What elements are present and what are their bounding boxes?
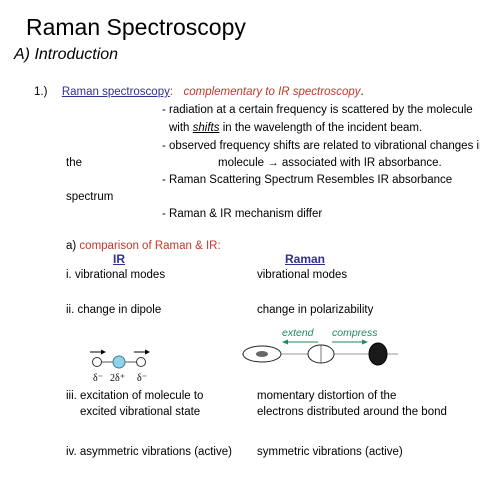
bullet-1-post: in the wavelength of the incident beam.	[219, 122, 423, 134]
raman-row-3: momentary distortion of the	[257, 390, 397, 402]
term-colon: :	[169, 86, 174, 98]
bullet-3-line-1: - Raman Scattering Spectrum Resembles IR…	[162, 174, 453, 186]
extend-label: extend	[282, 327, 314, 339]
bullet-1-line-1: - radiation at a certain frequency is sc…	[162, 104, 473, 116]
arrow-right-icon	[134, 349, 150, 355]
raman-row-2: change in polarizability	[257, 304, 374, 316]
bullet-3-spectrum: spectrum	[66, 191, 114, 203]
definition-period: .	[360, 86, 364, 98]
charge-label-center: 2δ⁺	[110, 373, 125, 384]
ir-row-1: i. vibrational modes	[66, 269, 166, 281]
extend-arrow-icon	[282, 339, 318, 345]
item-number: 1.)	[34, 86, 48, 98]
raman-term: Raman spectroscopy	[61, 86, 170, 98]
atom-left	[92, 357, 102, 367]
bullet-1-line-2: with shifts in the wavelength of the inc…	[169, 122, 422, 134]
compressed-electron-cloud	[368, 342, 388, 366]
bullet-2-the: the	[66, 157, 82, 169]
definition-text: complementary to IR spectroscopy	[183, 86, 361, 98]
charge-label-left: δ⁻	[93, 373, 103, 384]
item-1-line: 1.) Raman spectroscopy: complementary to…	[34, 86, 364, 98]
comparison-heading: a) comparison of Raman & IR:	[66, 240, 221, 252]
arrow-left-icon	[90, 349, 106, 355]
ir-row-3-cont: excited vibrational state	[80, 406, 201, 418]
compress-arrow-icon	[332, 339, 368, 345]
bullet-1-pre: with	[169, 122, 193, 134]
charge-label-right: δ⁻	[137, 373, 147, 384]
ir-dipole-diagram: δ⁻ 2δ⁺ δ⁻	[90, 349, 150, 384]
bullet-4: - Raman & IR mechanism differ	[162, 208, 323, 220]
ir-row-2: ii. change in dipole	[66, 304, 162, 316]
atom-center	[112, 355, 126, 369]
raman-row-4: symmetric vibrations (active)	[257, 446, 403, 458]
comparison-title: comparison of Raman & IR:	[79, 240, 221, 252]
shifts-emphasis: shifts	[192, 122, 220, 134]
atom-right	[136, 357, 146, 367]
ir-row-4: iv. asymmetric vibrations (active)	[66, 446, 232, 458]
page-title: Raman Spectroscopy	[26, 14, 246, 40]
raman-row-1: vibrational modes	[257, 269, 348, 281]
column-header-ir: IR	[113, 252, 125, 266]
comparison-prefix: a)	[66, 240, 80, 252]
extended-core	[256, 351, 268, 357]
raman-row-3-cont: electrons distributed around the bond	[257, 406, 447, 418]
column-header-raman: Raman	[285, 252, 326, 266]
raman-polarizability-diagram	[242, 339, 398, 366]
bullet-2-line-2: molecule → associated with IR absorbance…	[218, 157, 442, 169]
section-subtitle: A) Introduction	[14, 46, 119, 63]
ir-row-3: iii. excitation of molecule to	[66, 390, 204, 402]
bullet-2-line-1: - observed frequency shifts are related …	[162, 140, 480, 152]
compress-label: compress	[332, 327, 378, 339]
